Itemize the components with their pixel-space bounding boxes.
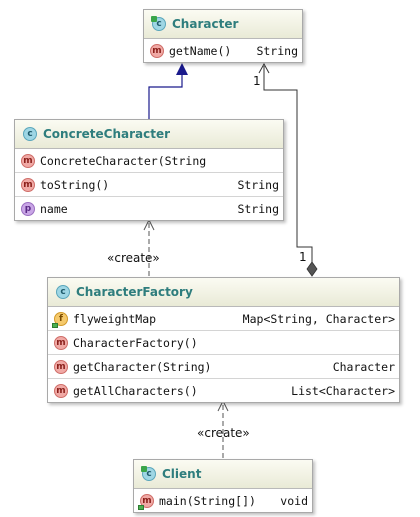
class-icon: c: [56, 285, 70, 299]
interface-icon: c: [151, 16, 166, 31]
method-icon: m: [21, 153, 35, 168]
member-row[interactable]: m getAllCharacters() List<Character>: [48, 379, 399, 402]
multiplicity-character-end: 1: [253, 74, 261, 88]
member-name: getCharacter(String): [73, 359, 212, 374]
member-type: String: [237, 201, 279, 216]
create-label-factory-concrete: «create»: [107, 251, 160, 265]
class-name: ConcreteCharacter: [43, 127, 171, 141]
member-row[interactable]: m toString() String: [15, 173, 283, 197]
class-header[interactable]: c Character: [144, 10, 302, 39]
composition-open-arrow: [258, 62, 270, 74]
class-name: Client: [162, 467, 202, 481]
create-label-client-factory: «create»: [197, 426, 250, 440]
class-header[interactable]: c Client: [134, 460, 312, 489]
member-type: Map<String, Character>: [242, 311, 395, 326]
member-name: getAllCharacters(): [73, 383, 198, 398]
multiplicity-factory-end: 1: [299, 250, 307, 264]
member-row[interactable]: p name String: [15, 197, 283, 220]
member-name: toString(): [40, 177, 110, 192]
class-box-client[interactable]: c Client m main(String[]) void: [133, 459, 313, 513]
class-icon: c: [23, 127, 37, 141]
class-header[interactable]: c CharacterFactory: [48, 278, 399, 307]
composition-line: [263, 66, 313, 262]
method-icon: m: [21, 177, 35, 192]
member-row[interactable]: m CharacterFactory(): [48, 331, 399, 355]
method-icon: m: [54, 383, 68, 398]
member-row[interactable]: m main(String[]) void: [134, 489, 312, 512]
composition-diamond: [306, 261, 318, 277]
member-name: flyweightMap: [73, 311, 157, 326]
class-box-character-factory[interactable]: c CharacterFactory f flyweightMap Map<St…: [47, 277, 400, 403]
member-row[interactable]: m getCharacter(String) Character: [48, 355, 399, 379]
member-name: main(String[]): [159, 493, 256, 508]
inheritance-arrowhead: [176, 63, 188, 75]
member-type: Character: [332, 359, 395, 374]
method-icon: m: [138, 493, 154, 510]
field-icon: f: [52, 311, 68, 328]
member-type: List<Character>: [291, 383, 395, 398]
class-name: CharacterFactory: [76, 285, 193, 299]
method-icon: m: [54, 335, 68, 350]
member-row[interactable]: m ConcreteCharacter(String: [15, 149, 283, 173]
member-name: name: [40, 201, 68, 216]
class-name: Character: [172, 17, 239, 31]
member-name: CharacterFactory(): [73, 335, 198, 350]
member-name: getName(): [169, 43, 232, 58]
lock-icon: [52, 322, 58, 328]
member-row[interactable]: m getName() String: [144, 39, 302, 62]
class-header[interactable]: c ConcreteCharacter: [15, 120, 283, 149]
member-type: String: [256, 43, 298, 58]
member-type: String: [237, 177, 279, 192]
lock-icon: [138, 504, 144, 510]
property-icon: p: [21, 201, 35, 216]
class-icon: c: [141, 466, 156, 481]
member-row[interactable]: f flyweightMap Map<String, Character>: [48, 307, 399, 331]
method-icon: m: [150, 43, 164, 58]
class-box-concrete-character[interactable]: c ConcreteCharacter m ConcreteCharacter(…: [14, 119, 284, 221]
member-name: ConcreteCharacter(String: [40, 153, 207, 168]
class-box-character[interactable]: c Character m getName() String: [143, 9, 303, 63]
member-type: void: [280, 493, 308, 508]
method-icon: m: [54, 359, 68, 374]
inheritance-line: [148, 72, 183, 120]
